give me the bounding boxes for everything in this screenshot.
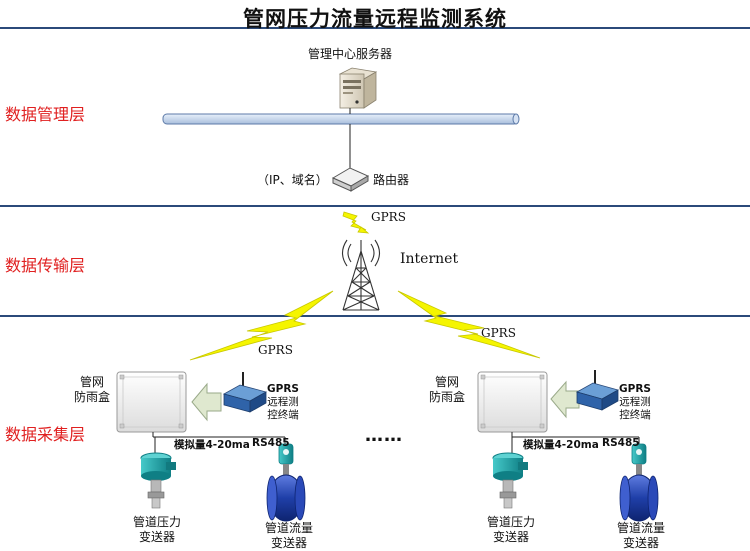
flow-transmitter-label-1: 管道流量 变送器 [264,521,313,550]
flow-transmitter-icon-1 [266,443,306,522]
layer-label-collection: 数据采集层 [5,425,86,444]
gprs-terminal-label-1: GPRS 远程测 控终端 [267,383,299,421]
router-icon [331,167,370,192]
flow-transmitter-label-2: 管道流量 变送器 [616,521,665,550]
internet-label: Internet [400,251,459,267]
analog-bus-label-2: 模拟量4-20ma [523,439,599,451]
lightning-bolt-top [342,211,367,231]
signal-arrow-1 [191,382,222,422]
router-label: 路由器 [373,173,410,187]
gprs-label-right: GPRS [481,326,516,340]
rs485-label-1: RS485 [252,437,290,449]
rain-box-label-1: 管网 防雨盒 [73,375,110,404]
signal-arrow-2 [550,380,580,419]
server-label: 管理中心服务器 [308,47,393,61]
antenna-tower-icon [341,239,381,311]
more-sites-ellipsis: …… [365,425,403,446]
gprs-terminal-icon-2 [575,370,620,411]
layer-separators [0,27,750,317]
pressure-transmitter-icon-2 [492,452,528,509]
rain-box-icon-1 [116,371,187,433]
router-note: （IP、域名） [257,173,328,187]
gprs-label-top: GPRS [371,210,406,224]
pressure-transmitter-icon-1 [140,452,176,509]
rain-box-icon-2 [477,371,548,433]
page-title: 管网压力流量远程监测系统 [243,7,507,31]
rain-box-label-2: 管网 防雨盒 [428,375,465,404]
layer-label-transmission: 数据传输层 [5,256,86,275]
gprs-terminal-label-2: GPRS 远程测 控终端 [619,383,651,421]
gprs-terminal-icon-1 [222,372,268,413]
flow-transmitter-icon-2 [619,443,659,522]
gprs-label-left: GPRS [258,343,293,357]
lightning-bolt-left [189,290,334,361]
pressure-transmitter-label-1: 管道压力 变送器 [132,515,181,544]
rs485-label-2: RS485 [602,437,640,449]
lightning-bolt-right [397,290,541,359]
ethernet-bus [162,113,520,125]
layer-label-management: 数据管理层 [5,105,86,124]
analog-bus-label-1: 模拟量4-20ma [174,439,250,451]
pressure-transmitter-label-2: 管道压力 变送器 [486,515,535,544]
server-icon [338,67,378,109]
